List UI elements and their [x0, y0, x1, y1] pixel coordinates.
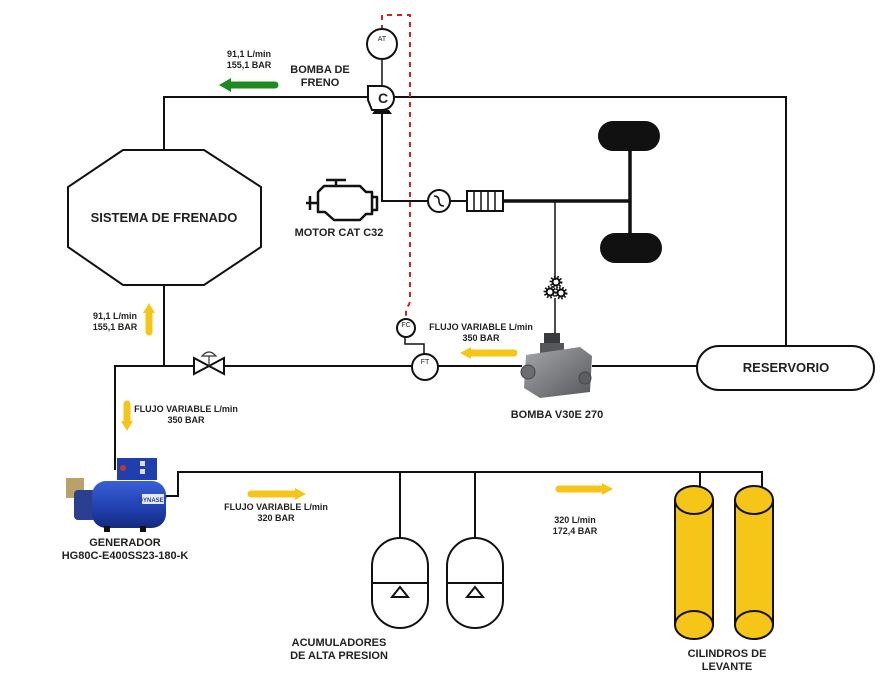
svg-text:BOMBA DE: BOMBA DE [290, 64, 349, 76]
svg-text:HG80C-E400SS23-180-K: HG80C-E400SS23-180-K [62, 550, 189, 562]
reservoir-label: RESERVORIO [743, 360, 829, 375]
generator[interactable]: DYNASET GENERADOR HG80C-E400SS23-180-K [62, 458, 189, 562]
accumulator-2[interactable] [446, 537, 504, 629]
svg-text:DYNASET: DYNASET [139, 498, 168, 504]
svg-text:C: C [378, 90, 388, 106]
svg-text:FT: FT [421, 359, 430, 366]
svg-text:CILINDROS DE: CILINDROS DE [688, 648, 767, 660]
wheel-bottom [600, 233, 662, 263]
flow-arrow-brake-return [219, 78, 279, 92]
centrifugal-pump-icon [367, 85, 395, 111]
instrument-ft[interactable]: FT [411, 353, 439, 381]
svg-text:FRENO: FRENO [301, 77, 340, 89]
reservoir[interactable]: RESERVORIO [696, 345, 875, 391]
gears-icon [543, 275, 568, 300]
svg-text:LEVANTE: LEVANTE [702, 661, 753, 673]
svg-text:FC: FC [401, 322, 410, 329]
generator-body [92, 481, 166, 528]
svg-text:155,1 BAR: 155,1 BAR [93, 322, 138, 332]
flow-arrow-brake-supply [143, 303, 155, 336]
flow-arrow-cylinders-in [555, 483, 613, 495]
svg-text:ACUMULADORES: ACUMULADORES [292, 637, 387, 649]
globe-valve-icon[interactable] [193, 351, 225, 376]
svg-text:91,1 L/min: 91,1 L/min [227, 49, 271, 59]
instrument-fc[interactable]: FC [396, 318, 416, 338]
pump-body [524, 347, 592, 398]
main-pump[interactable]: BOMBA V30E 270 [511, 333, 604, 421]
svg-text:91,1 L/min: 91,1 L/min [93, 311, 137, 321]
pipe-engine-shaft [381, 110, 428, 202]
pipe-generator-in [114, 365, 194, 470]
engine-label: MOTOR CAT C32 [295, 227, 384, 239]
accumulator-1[interactable] [371, 537, 429, 629]
svg-text:FLUJO VARIABLE L/min: FLUJO VARIABLE L/min [134, 404, 238, 414]
pipe-top-return [163, 96, 787, 348]
svg-text:DE ALTA PRESION: DE ALTA PRESION [290, 650, 388, 662]
flow-arrow-generator-in [121, 400, 133, 431]
main-pump-label: BOMBA V30E 270 [511, 409, 604, 421]
lift-cylinder-1[interactable] [674, 485, 714, 640]
transmission-icon [466, 190, 504, 212]
engine-icon [306, 178, 379, 222]
svg-text:AT: AT [378, 36, 387, 43]
svg-text:350 BAR: 350 BAR [167, 415, 205, 425]
engine[interactable]: MOTOR CAT C32 [295, 178, 384, 239]
svg-text:FLUJO VARIABLE L/min: FLUJO VARIABLE L/min [429, 322, 533, 332]
flow-arrow-pump-out [460, 347, 518, 359]
pipes [114, 60, 787, 540]
svg-text:320 L/min: 320 L/min [554, 515, 596, 525]
svg-text:350 BAR: 350 BAR [462, 333, 500, 343]
lift-cylinder-2[interactable] [734, 485, 774, 640]
coupling-icon [427, 189, 451, 213]
brake-pump[interactable]: C BOMBA DE FRENO [290, 64, 395, 114]
svg-text:320 BAR: 320 BAR [257, 513, 295, 523]
instrument-at[interactable]: AT [366, 28, 398, 60]
svg-text:FLUJO VARIABLE L/min: FLUJO VARIABLE L/min [224, 502, 328, 512]
svg-text:GENERADOR: GENERADOR [89, 537, 161, 549]
wheel-top [598, 121, 660, 151]
brake-system-label: SISTEMA DE FRENADO [91, 210, 238, 225]
signal-line [381, 14, 411, 320]
svg-text:155,1 BAR: 155,1 BAR [227, 60, 272, 70]
svg-text:172,4 BAR: 172,4 BAR [553, 526, 598, 536]
brake-system[interactable]: SISTEMA DE FRENADO [67, 149, 262, 286]
pipe-generator-out [165, 471, 763, 497]
flow-arrow-generator-out [247, 488, 306, 500]
